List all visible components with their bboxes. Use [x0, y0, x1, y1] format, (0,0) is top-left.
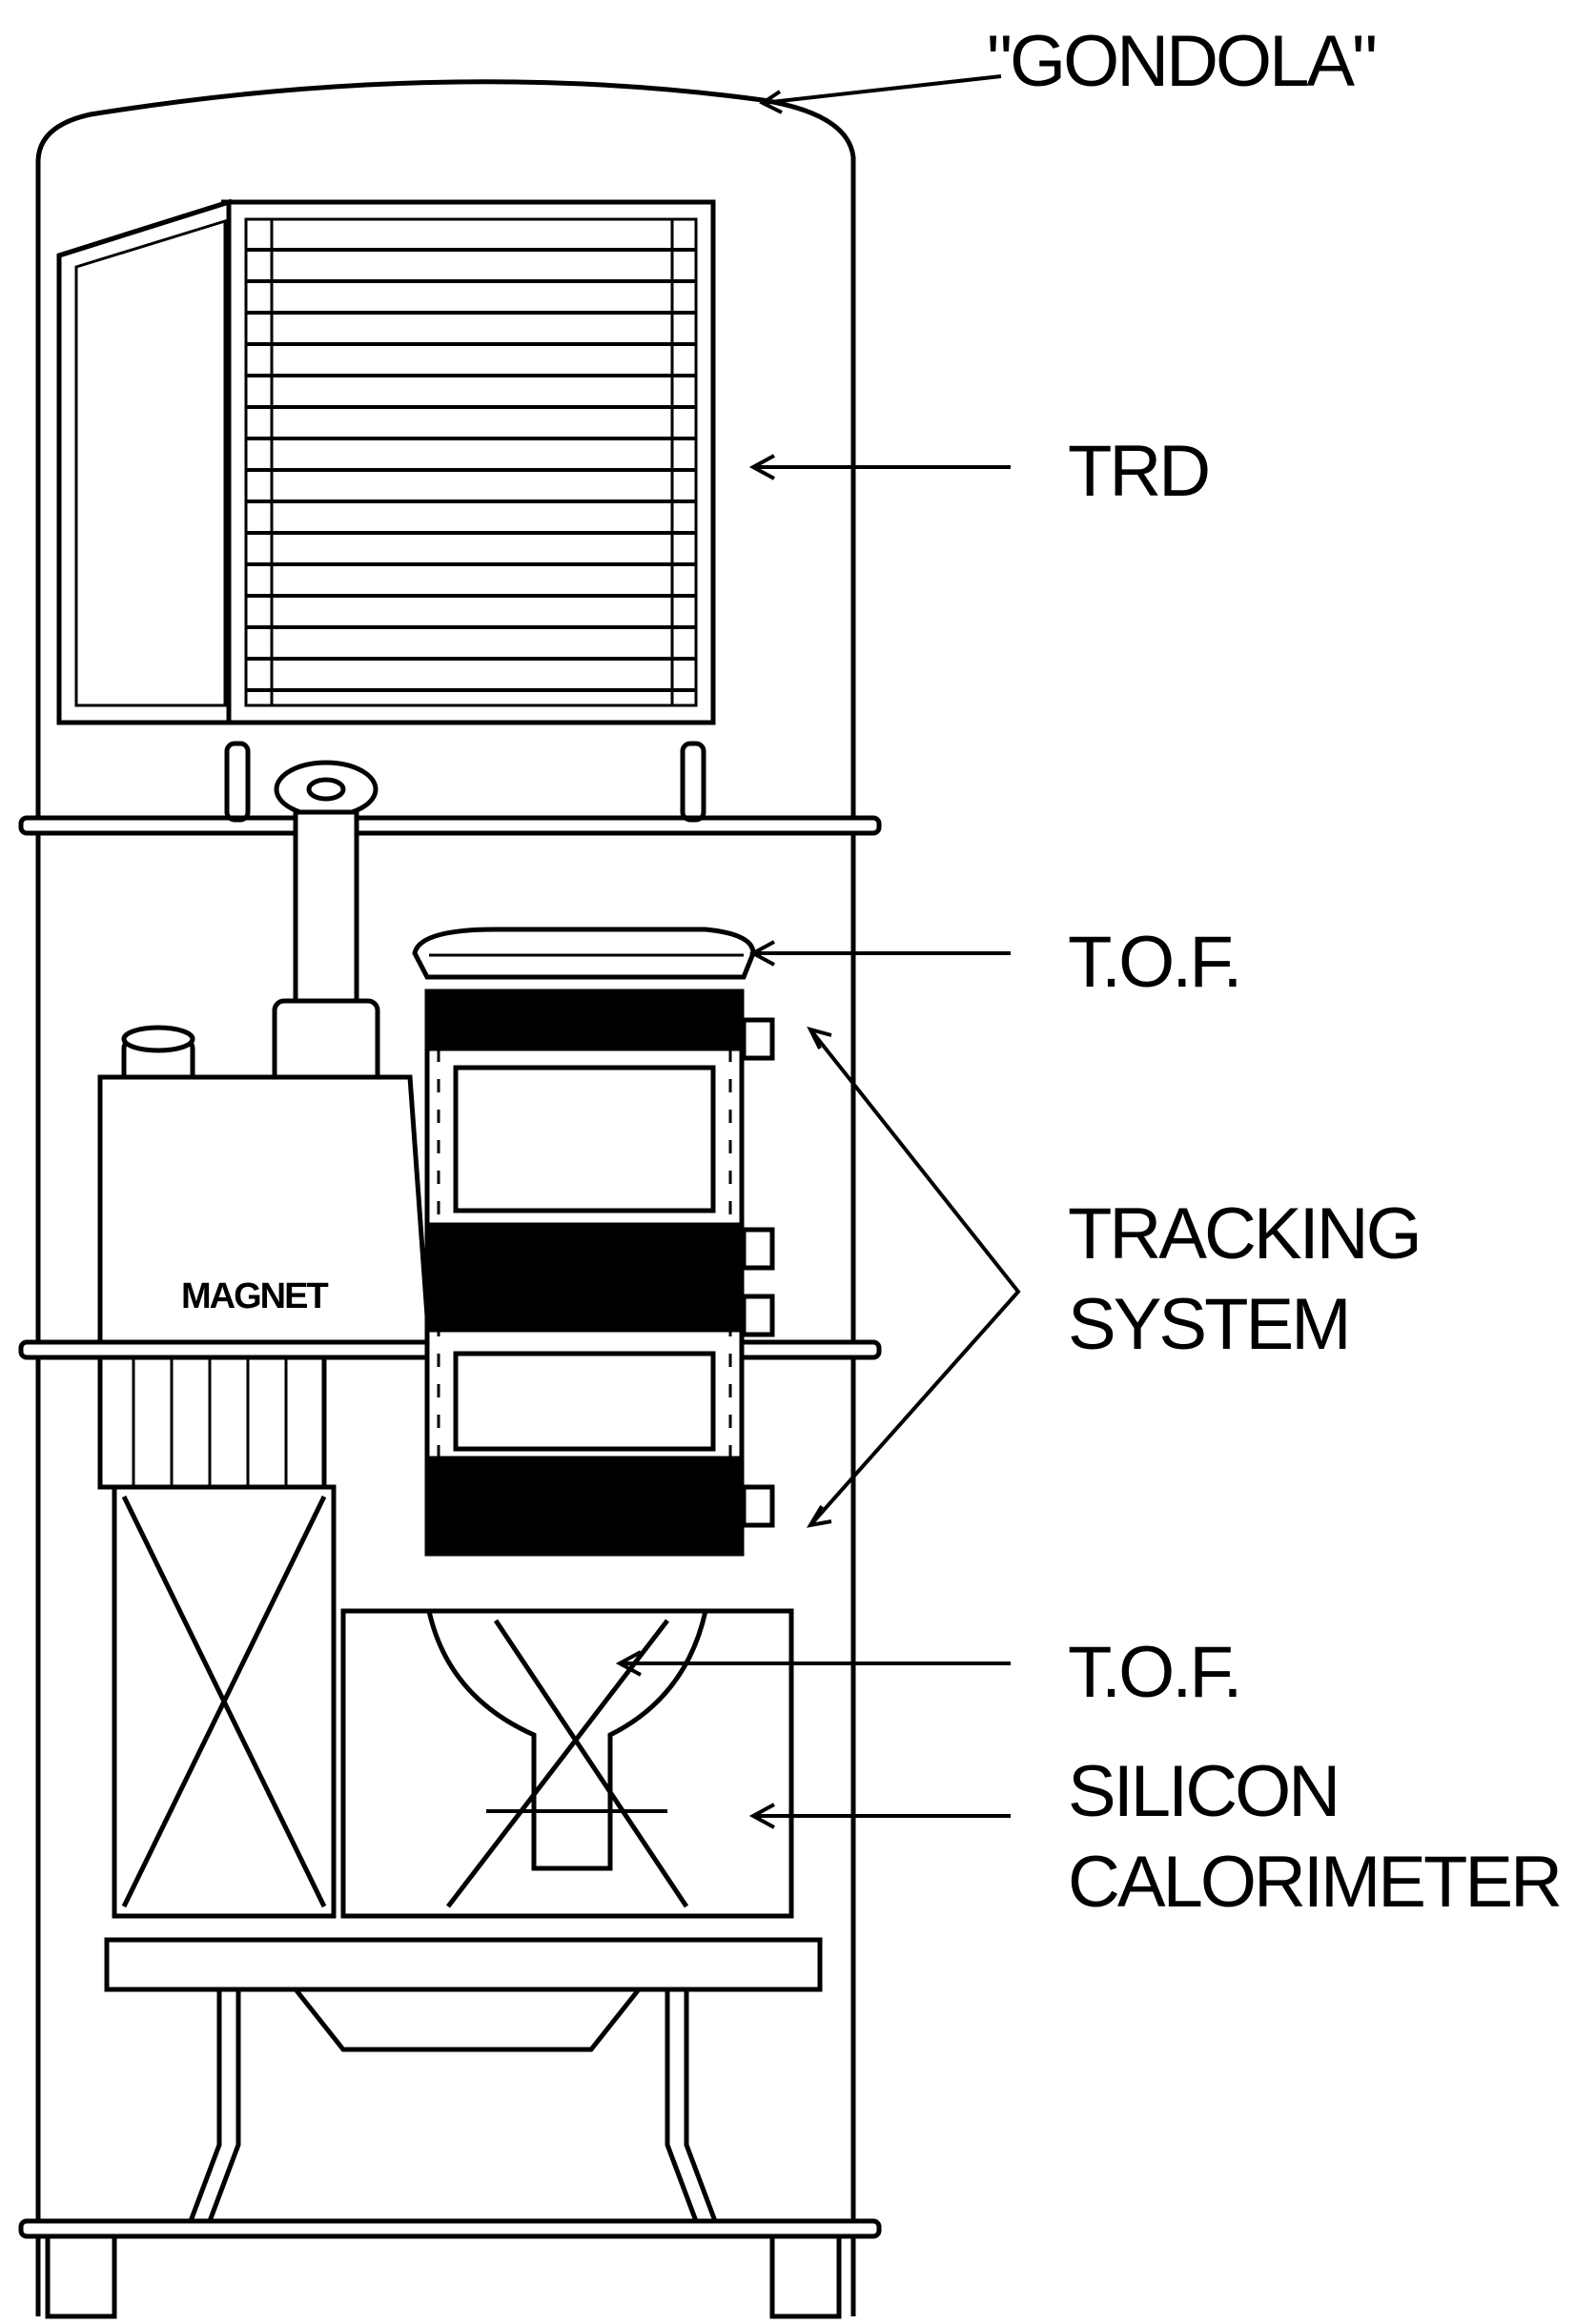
trd-front-box — [226, 199, 716, 725]
label-gondola: "GONDOLA" — [987, 21, 1375, 102]
deck-lower — [18, 2218, 882, 2239]
label-tracking-line2: SYSTEM — [1068, 1284, 1349, 1365]
magnet-label: MAGNET — [181, 1276, 328, 1316]
label-tracking-line1: TRACKING — [1068, 1193, 1420, 1274]
label-silicon-line2: CALORIMETER — [1068, 1842, 1560, 1923]
label-trd: TRD — [1068, 431, 1208, 512]
label-tof-top: T.O.F. — [1068, 922, 1239, 1003]
gondola-shell — [35, 79, 856, 2316]
trd-leg-left — [224, 741, 251, 823]
callout-arrows — [615, 74, 1021, 1829]
label-silicon-line1: SILICON — [1068, 1751, 1338, 1832]
trd-leg-right — [680, 741, 706, 823]
trd-detector — [56, 198, 716, 823]
tof-top-disk — [412, 927, 756, 980]
trd-side-panel-inner — [74, 218, 227, 707]
trd-front-frame — [244, 217, 698, 707]
lower-frame — [45, 1357, 842, 2319]
deck-upper — [18, 815, 882, 836]
trd-slats — [246, 248, 696, 692]
gondola-outline — [35, 79, 856, 2316]
base-plate — [104, 1937, 823, 1992]
arrow-gondola — [762, 74, 1002, 105]
magnet-assembly: MAGNET — [97, 760, 432, 1345]
tracking-system — [412, 927, 775, 1557]
arrow-tracking — [808, 1028, 1021, 1527]
label-tof-bottom: T.O.F. — [1068, 1632, 1239, 1713]
trd-side-panel — [56, 198, 232, 725]
